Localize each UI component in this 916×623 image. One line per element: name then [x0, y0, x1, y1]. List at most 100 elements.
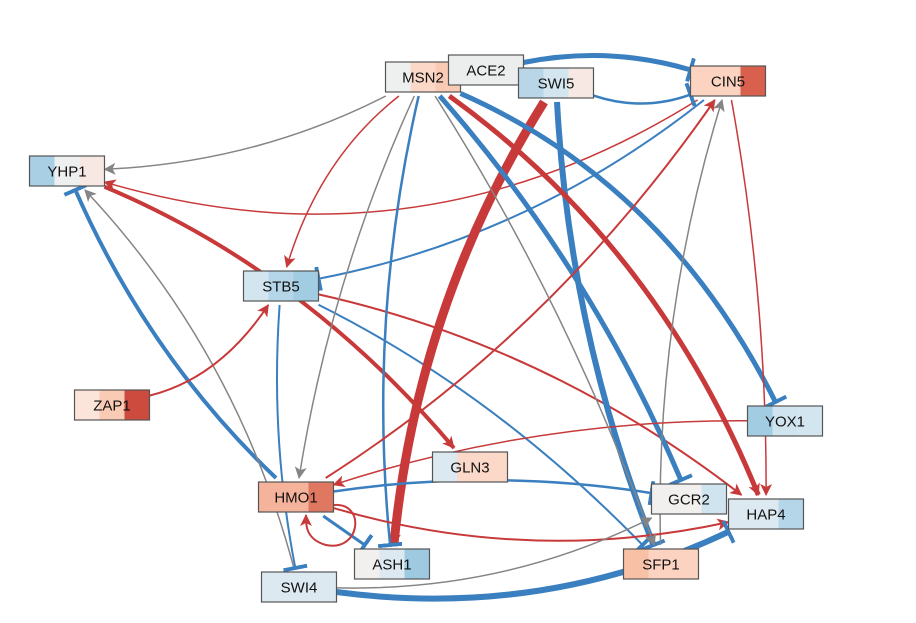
- edge-cin5-hap4-activation: [730, 99, 773, 496]
- edge-zap1-stb5-activation: [149, 304, 270, 397]
- node-gcr2[interactable]: GCR2: [650, 483, 728, 515]
- node-color-segment: [518, 68, 544, 98]
- node-color-segment: [258, 482, 284, 512]
- node-swi5[interactable]: SWI5: [517, 67, 595, 99]
- node-label: YOX1: [765, 414, 805, 431]
- node-color-segment: [648, 549, 674, 579]
- edge-sfp1-cin5-unknown: [659, 99, 725, 546]
- node-sfp1[interactable]: SFP1: [622, 548, 700, 580]
- node-label: GCR2: [668, 492, 710, 509]
- node-color-segment: [482, 452, 508, 482]
- node-border: [242, 270, 320, 302]
- node-label: YHP1: [47, 164, 86, 181]
- node-border: [650, 483, 728, 515]
- node-color-segment: [385, 62, 411, 92]
- node-border: [257, 481, 335, 513]
- node-color-segment: [261, 572, 287, 602]
- node-label: ASH1: [372, 557, 411, 574]
- node-color-segment: [797, 406, 823, 436]
- node-ash1[interactable]: ASH1: [353, 548, 431, 580]
- edge-swi5-cin5-repression: [593, 95, 691, 104]
- node-border: [431, 451, 509, 483]
- node-color-segment: [268, 271, 294, 301]
- edge-stb5-hap4-activation: [318, 293, 743, 496]
- node-cin5[interactable]: CIN5: [689, 65, 767, 97]
- node-color-segment: [747, 406, 773, 436]
- edge-hmo1-hmo1-activation: [299, 503, 357, 547]
- edge-yox1-hmo1-activation: [332, 420, 748, 488]
- edge-msn2-ash1-repression: [383, 95, 420, 545]
- edge-swi5-ash1-activation: [388, 99, 548, 546]
- edge-hmo1-yhp1-repression: [75, 190, 278, 480]
- node-color-segment: [308, 482, 334, 512]
- node-color-segment: [651, 484, 677, 514]
- node-color-segment: [283, 482, 309, 512]
- node-border: [73, 389, 151, 421]
- node-hap4[interactable]: HAP4: [727, 498, 805, 530]
- edge-stb5-sfp1-repression: [318, 303, 643, 545]
- node-zap1[interactable]: ZAP1: [73, 389, 151, 421]
- node-color-segment: [701, 484, 727, 514]
- node-color-segment: [473, 55, 499, 85]
- node-color-segment: [568, 68, 594, 98]
- edge-stb5-swi4-repression: [276, 304, 295, 568]
- node-label: HAP4: [746, 507, 785, 524]
- node-color-segment: [124, 390, 150, 420]
- node-border: [28, 155, 106, 187]
- node-label: ZAP1: [93, 398, 131, 415]
- node-label: ACE2: [466, 63, 505, 80]
- edge-ace2-cin5-repression: [523, 53, 691, 70]
- edges-layer: [75, 53, 776, 602]
- node-color-segment: [99, 390, 125, 420]
- node-color-segment: [243, 271, 269, 301]
- node-color-segment: [728, 499, 754, 529]
- node-color-segment: [673, 549, 699, 579]
- node-stb5[interactable]: STB5: [242, 270, 320, 302]
- node-border: [353, 548, 431, 580]
- node-yox1[interactable]: YOX1: [746, 405, 824, 437]
- edge-hmo1-cin5-activation: [325, 99, 716, 479]
- edge-cin5-yhp1-activation: [103, 99, 698, 215]
- node-color-segment: [432, 452, 458, 482]
- node-color-segment: [54, 156, 80, 186]
- node-color-segment: [311, 572, 337, 602]
- edge-hmo1-ash1-repression: [322, 514, 365, 545]
- node-border: [746, 405, 824, 437]
- node-label: CIN5: [711, 74, 745, 91]
- node-color-segment: [286, 572, 312, 602]
- node-ace2[interactable]: ACE2: [447, 54, 525, 86]
- edge-msn2-hap4-activation: [447, 93, 761, 496]
- edge-msn2-yox1-repression: [459, 91, 776, 402]
- edge-msn2-sfp1-unknown: [434, 95, 657, 546]
- edge-msn2-hmo1-unknown: [294, 95, 415, 479]
- nodes-layer: MSN2 ACE2 SWI5 CIN5YHP1STB5ZAP1YOX1GLN3HMO1…: [28, 54, 824, 603]
- node-color-segment: [778, 499, 804, 529]
- edge-msn2-stb5-activation: [284, 95, 400, 268]
- edge-msn2-yhp1-unknown: [103, 95, 387, 175]
- node-color-segment: [74, 390, 100, 420]
- node-color-segment: [293, 271, 319, 301]
- node-label: HMO1: [274, 490, 317, 507]
- node-label: SWI4: [281, 580, 318, 597]
- node-color-segment: [379, 549, 405, 579]
- node-color-segment: [354, 549, 380, 579]
- node-label: GLN3: [450, 460, 489, 477]
- node-color-segment: [29, 156, 55, 186]
- node-border: [689, 65, 767, 97]
- edge-hmo1-hap4-activation: [333, 507, 730, 542]
- node-swi4[interactable]: SWI4: [260, 571, 338, 603]
- node-hmo1[interactable]: HMO1: [257, 481, 335, 513]
- node-label: STB5: [262, 279, 300, 296]
- node-color-segment: [690, 66, 716, 96]
- node-color-segment: [715, 66, 741, 96]
- node-label: SFP1: [642, 557, 680, 574]
- node-border: [517, 67, 595, 99]
- edge-swi4-gcr2-unknown: [336, 517, 653, 589]
- node-yhp1[interactable]: YHP1: [28, 155, 106, 187]
- node-color-segment: [772, 406, 798, 436]
- node-color-segment: [740, 66, 766, 96]
- node-label: MSN2: [402, 70, 444, 87]
- node-color-segment: [448, 55, 474, 85]
- node-gln3[interactable]: GLN3: [431, 451, 509, 483]
